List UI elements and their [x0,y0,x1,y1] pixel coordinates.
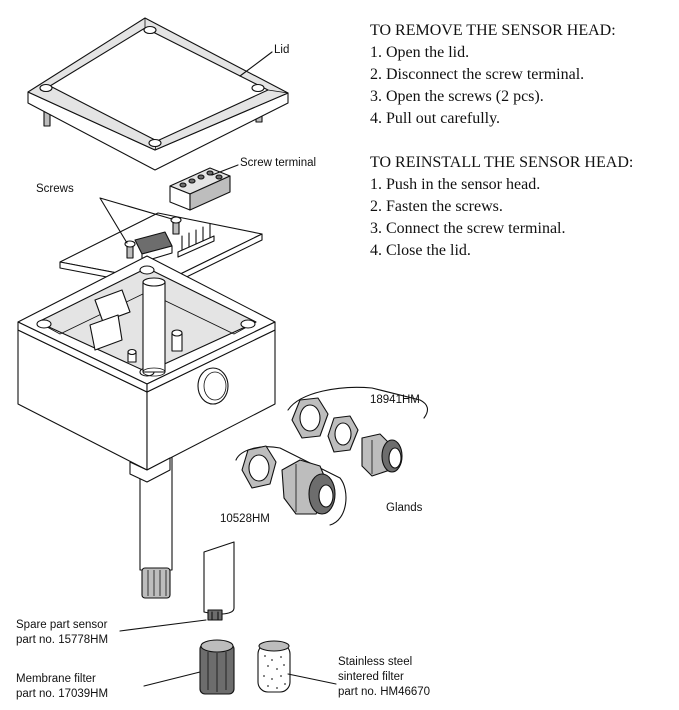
reinstall-instructions: TO REINSTALL THE SENSOR HEAD: 1. Push in… [370,154,633,259]
screw-terminal-leader [211,164,239,176]
gland-set-2 [241,445,336,515]
gland-set-1 [291,397,403,477]
spare-sensor-label-line-1: Spare part sensor [16,619,108,631]
cable-entry-hole [197,367,229,405]
sensor-head-column [142,281,166,373]
gland-set-1-bracket [287,386,429,419]
reinstall-step-1: 1. Push in the sensor head. [370,176,540,193]
steel-filter-label-line-2: sintered filter [338,671,404,683]
remove-step-3: 3. Open the screws (2 pcs). [370,88,544,105]
steel-sintered-filter [257,640,291,693]
gland-set-2-bracket [235,446,347,526]
probe-filter-cap [141,567,171,599]
steel-filter-label-line-3: part no. HM46670 [338,686,430,698]
lid-screw-head [148,138,162,148]
screws-label: Screws [36,183,74,195]
header-pins [177,223,215,258]
housing [17,255,276,599]
membrane-filter [199,639,235,695]
lid-leader [239,51,273,77]
reinstall-step-4: 4. Close the lid. [370,242,471,259]
remove-step-4: 4. Pull out carefully. [370,110,500,127]
steel-filter-leader [287,673,337,685]
membrane-filter-label-line-2: part no. 17039HM [16,688,108,700]
steel-filter-label-line-1: Stainless steel [338,656,412,668]
remove-heading: TO REMOVE THE SENSOR HEAD: [370,22,616,39]
remove-step-2: 2. Disconnect the screw terminal. [370,66,584,83]
lid-screw-head [251,83,265,93]
membrane-filter-label-line-1: Membrane filter [16,673,96,685]
lid-screw-head [143,25,157,35]
screws-leader [99,197,173,244]
screw-terminal [169,167,231,211]
spare-sensor [203,541,235,621]
spare-sensor-label-line-2: part no. 15778HM [16,634,108,646]
gland-set-2-label: 10528HM [220,513,270,525]
spare-sensor-leader [119,619,207,632]
board-screw [124,240,136,259]
internal-block [94,289,131,323]
gland-set-1-label: 18941HM [370,394,420,406]
spare-sensor-pins [207,609,223,621]
remove-instructions: TO REMOVE THE SENSOR HEAD: 1. Open the l… [370,22,616,127]
spare-sensor-body [203,541,235,615]
lid-screw-head [39,83,53,93]
membrane-filter-leader [143,671,201,687]
reinstall-heading: TO REINSTALL THE SENSOR HEAD: [370,154,633,171]
remove-step-1: 1. Open the lid. [370,44,469,61]
screw-terminal-label: Screw terminal [240,157,316,169]
lid-label: Lid [274,44,289,56]
reinstall-step-2: 2. Fasten the screws. [370,198,503,215]
circuit-board [59,212,263,289]
board-screw [170,216,182,235]
reinstall-step-3: 3. Connect the screw terminal. [370,220,566,237]
lid [27,17,289,171]
glands-label: Glands [386,502,423,514]
